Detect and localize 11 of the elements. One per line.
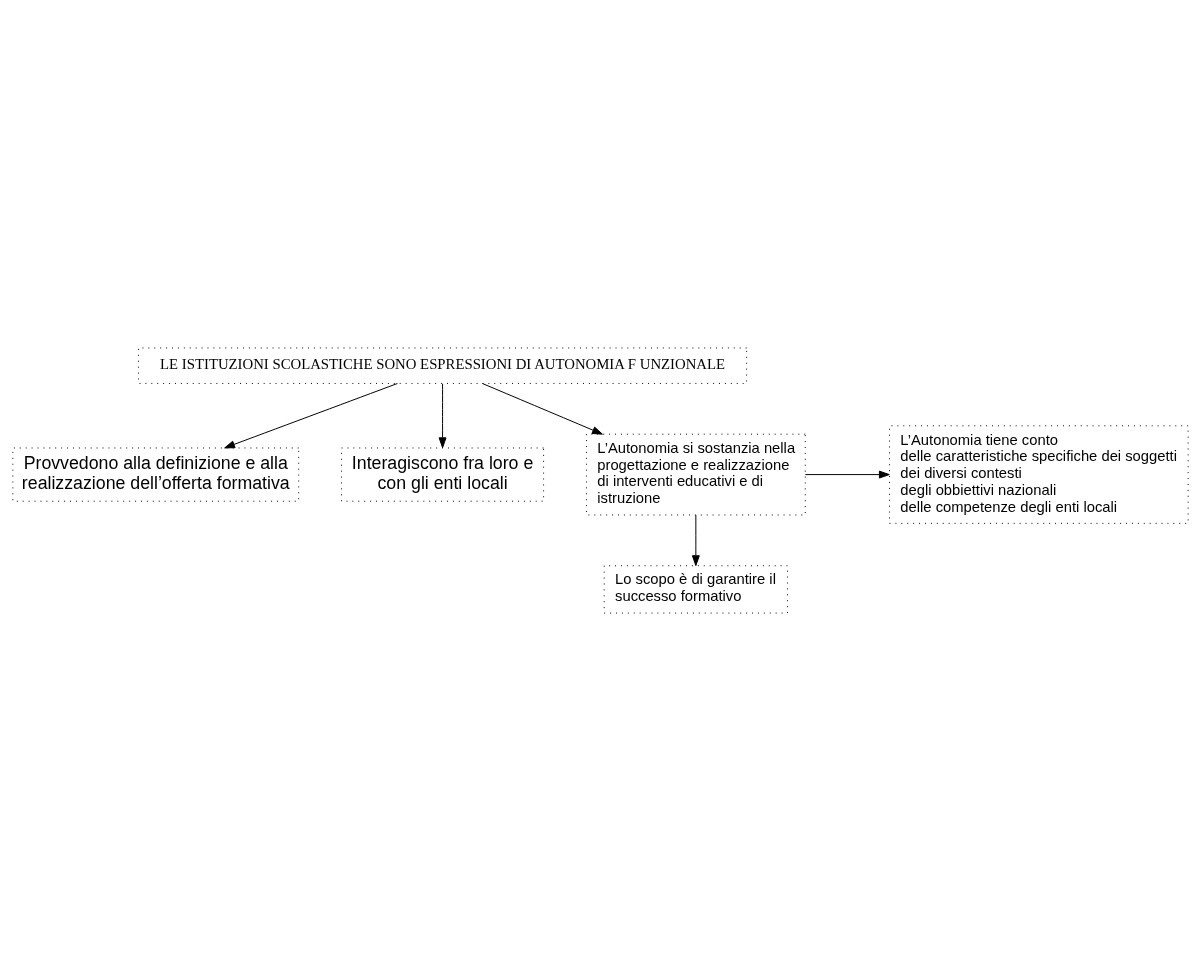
arrow [804, 470, 890, 479]
node-box: Provvedono alla definizione e alla realizzazione dell’offerta formativa [12, 447, 300, 502]
arrow [224, 383, 398, 449]
node-box: L’Autonomia si sostanzia nella progettazione e realizzazione di interventi educativi e di istruzione [585, 433, 806, 516]
node-box: L’Autonomia tiene conto delle caratteristiche specifiche dei soggetti dei diversi contesti degli obbiettivi nazionali delle competenze degli enti locali [889, 425, 1189, 524]
arrow [481, 383, 603, 435]
node-box: LE ISTITUZIONI SCOLASTICHE SONO ESPRESSIONI DI AUTONOMIA F UNZIONALE [138, 347, 748, 384]
arrow [438, 383, 447, 449]
node-box: Interagiscono fra loro e con gli enti locali [341, 447, 545, 502]
arrow [691, 514, 700, 567]
node-box: Lo scopo è di garantire il successo formativo [603, 565, 788, 614]
